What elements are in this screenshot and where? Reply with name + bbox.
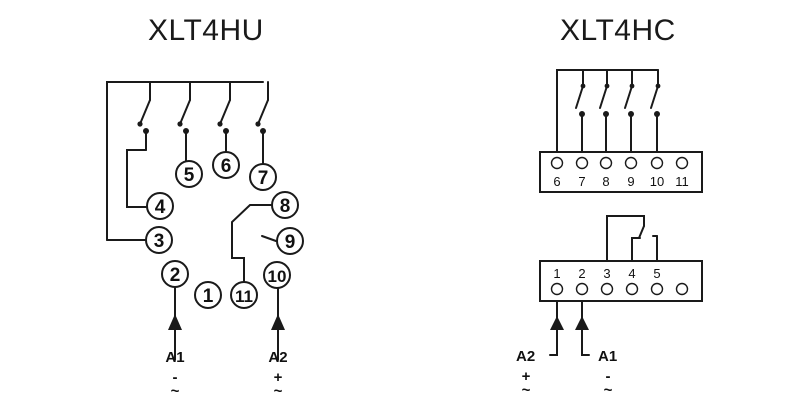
pin-11-label: 11 <box>235 287 253 306</box>
pin-9 <box>276 227 304 255</box>
xlt4hc-a2-ac-symbol: ~ <box>522 382 531 399</box>
pin-4 <box>146 192 174 220</box>
xlt4hu-title: XLT4HU <box>148 14 264 47</box>
pin-7 <box>249 163 277 191</box>
pin-1-label: 1 <box>203 286 214 307</box>
xlt4hu-a1-label: A1 <box>165 349 184 366</box>
pin-8 <box>271 191 299 219</box>
xlt4hc-a1-label: A1 <box>598 348 617 365</box>
terminal-2-label: 2 <box>578 266 585 281</box>
xlt4hu-a1-ac-symbol: ~ <box>171 383 180 400</box>
pin-2 <box>161 260 189 288</box>
pin-3 <box>145 226 173 254</box>
pin-6 <box>212 151 240 179</box>
pin-11 <box>230 281 258 309</box>
xlt4hc-title: XLT4HC <box>560 14 676 47</box>
terminal-5-label: 5 <box>653 266 660 281</box>
xlt4hu-a2-label: A2 <box>268 349 287 366</box>
pin-10-label: 10 <box>268 267 287 286</box>
terminal-10-label: 10 <box>650 174 664 189</box>
pin-8-label: 8 <box>280 196 291 217</box>
terminal-11-label: 11 <box>675 174 689 189</box>
xlt4hc-a1-polarity: - <box>606 368 611 385</box>
pin-3-label: 3 <box>154 231 165 252</box>
pin-10 <box>263 261 291 289</box>
terminal-3-label: 3 <box>603 266 610 281</box>
xlt4hc-a2-polarity: + <box>522 368 531 385</box>
xlt4hu-a2-polarity: + <box>274 369 283 386</box>
xlt4hu-a1-polarity: - <box>173 369 178 386</box>
xlt4hu-a2-ac-symbol: ~ <box>274 383 283 400</box>
a2-arrow-icon <box>271 314 285 330</box>
xlt4hu-wiring <box>106 81 279 361</box>
pin-4-label: 4 <box>155 197 166 218</box>
pin-9-label: 9 <box>285 232 296 253</box>
terminal-9-label: 9 <box>627 174 634 189</box>
xlt4hc-a2-label: A2 <box>516 348 535 365</box>
hc-a2-arrow-icon <box>550 316 564 330</box>
xlt4hc-wiring <box>539 69 703 356</box>
a1-arrow-icon <box>168 314 182 330</box>
terminal-4-label: 4 <box>628 266 635 281</box>
pin-1 <box>194 281 222 309</box>
terminal-8-label: 8 <box>602 174 609 189</box>
pin-2-label: 2 <box>170 265 181 286</box>
pin-6-label: 6 <box>221 156 232 177</box>
terminal-6-label: 6 <box>553 174 560 189</box>
pin-7-label: 7 <box>258 168 269 189</box>
hc-a1-arrow-icon <box>575 316 589 330</box>
terminal-1-label: 1 <box>553 266 560 281</box>
terminal-7-label: 7 <box>578 174 585 189</box>
xlt4hc-a1-ac-symbol: ~ <box>604 382 613 399</box>
pin-5-label: 5 <box>184 165 195 186</box>
pin-5 <box>175 160 203 188</box>
